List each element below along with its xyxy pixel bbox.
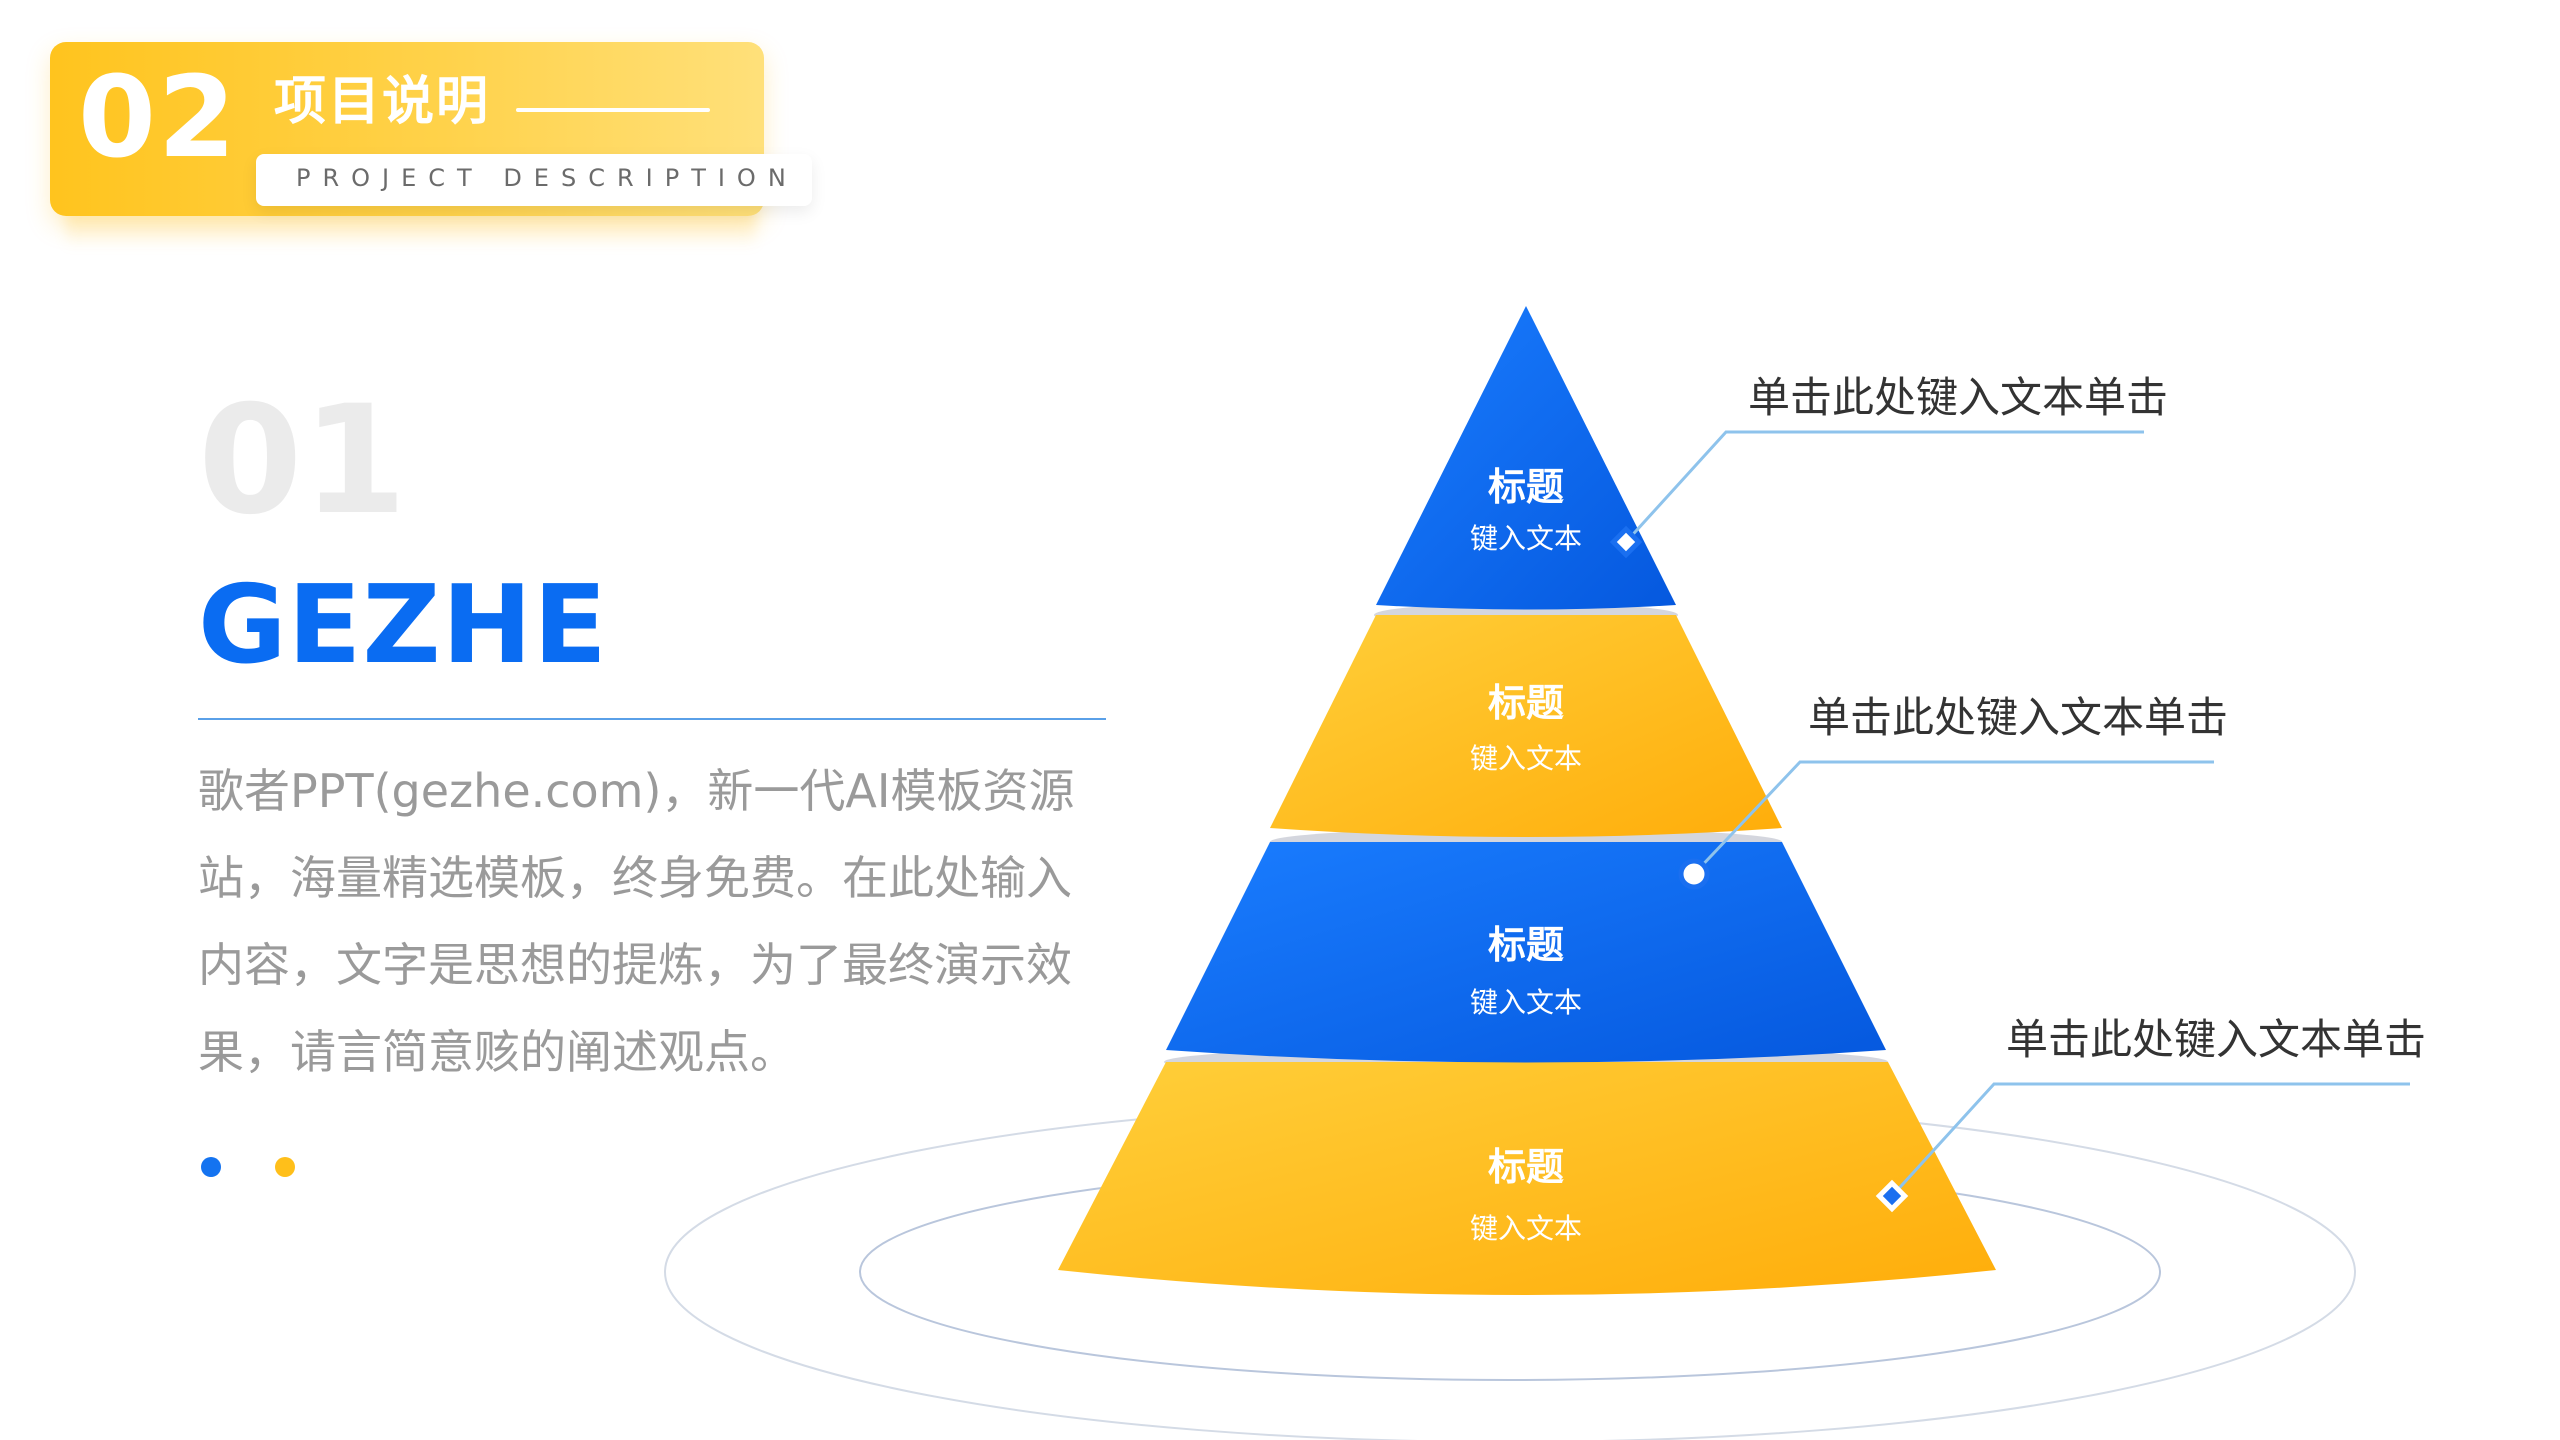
callout-3-line	[1890, 1082, 2410, 1198]
level-4-title: 标题	[1488, 1145, 1564, 1189]
level-1-subtitle: 键入文本	[1470, 522, 1582, 555]
decor-dot-blue	[201, 1157, 221, 1177]
pyramid-level-2	[1270, 615, 1782, 837]
callout-1-marker	[1609, 525, 1643, 559]
callout-1-text: 单击此处键入文本单击	[1748, 373, 2168, 422]
decor-dot-yellow	[275, 1157, 295, 1177]
callout-3-text: 单击此处键入文本单击	[2006, 1015, 2426, 1064]
callout-2-line	[1692, 760, 2214, 876]
pyramid-level-4	[1058, 1062, 1996, 1295]
pyramid-level-3	[1166, 842, 1886, 1063]
title-divider	[198, 718, 1106, 720]
badge-subtitle: PROJECT DESCRIPTION	[296, 164, 798, 192]
brand-title: GEZHE	[198, 563, 608, 688]
badge-title: 项目说明	[274, 72, 491, 132]
callout-3-marker	[1875, 1179, 1909, 1213]
section-number: 01	[198, 374, 407, 548]
level-3-subtitle: 键入文本	[1470, 986, 1582, 1019]
level-2-title: 标题	[1488, 681, 1564, 725]
level-2-subtitle: 键入文本	[1470, 742, 1582, 775]
description-text: 歌者PPT(gezhe.com)，新一代AI模板资源站，海量精选模板，终身免费。…	[198, 764, 1075, 1079]
badge-subtitle-box	[256, 154, 812, 206]
pyramid-level-1	[1376, 306, 1676, 610]
level-4-subtitle: 键入文本	[1470, 1212, 1582, 1245]
callout-2-text: 单击此处键入文本单击	[1808, 693, 2228, 742]
level-3-title: 标题	[1488, 923, 1564, 967]
level-1-title: 标题	[1488, 465, 1564, 509]
badge-number: 02	[78, 53, 238, 183]
callout-1-line	[1624, 430, 2144, 544]
badge-divider	[516, 108, 710, 112]
callout-2-marker	[1678, 858, 1710, 890]
